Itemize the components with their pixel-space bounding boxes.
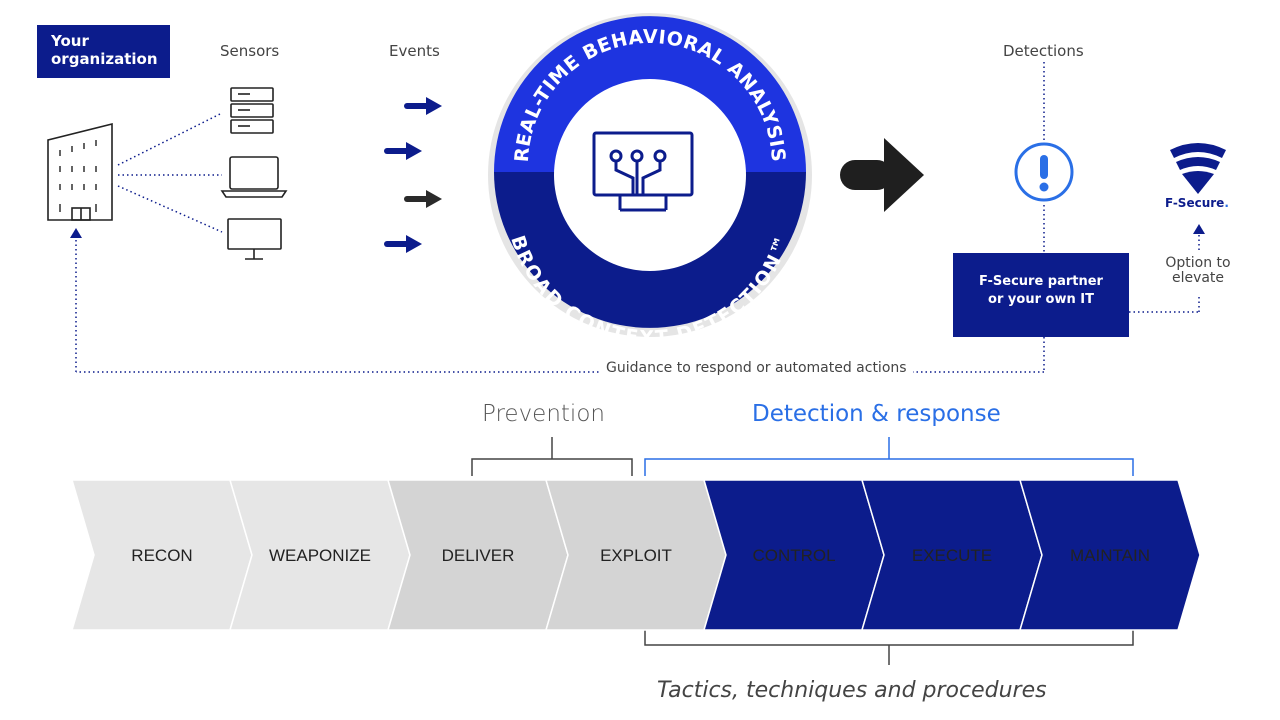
- server-icon: [230, 87, 274, 134]
- guidance-label: Guidance to respond or automated actions: [600, 360, 913, 376]
- stage-label: RECON: [131, 546, 192, 565]
- analysis-monitor-icon: [592, 131, 694, 212]
- elevate-line2: elevate: [1171, 270, 1225, 286]
- building-icon: [47, 122, 113, 221]
- guidance-connector: [75, 236, 1045, 373]
- event-arrow-icon: [384, 235, 422, 253]
- event-arrow-icon: [404, 190, 442, 208]
- sensors-header: Sensors: [220, 42, 280, 60]
- elevate-line1: Option to: [1165, 255, 1231, 271]
- organization-label-line1: Your: [51, 32, 89, 50]
- events-header: Events: [389, 42, 440, 60]
- sensor-connectors: [117, 112, 223, 233]
- prevention-label: Prevention: [482, 401, 605, 427]
- brand-name: F-Secure: [1165, 196, 1225, 210]
- event-arrows: [384, 97, 442, 253]
- ttp-label: Tactics, techniques and procedures: [657, 678, 1047, 703]
- detections-header: Detections: [1003, 42, 1084, 60]
- laptop-icon: [220, 156, 288, 198]
- organization-label-line2: organization: [51, 50, 158, 68]
- detection-bracket: [644, 437, 1134, 476]
- ttp-bracket: [644, 628, 1134, 665]
- output-arrow-icon: [840, 138, 924, 212]
- alert-icon: [1014, 142, 1074, 202]
- f-secure-logo-icon: [1170, 143, 1226, 194]
- prevention-bracket: [471, 437, 633, 476]
- stage-label: EXPLOIT: [600, 546, 672, 565]
- stage-label: CONTROL: [752, 546, 835, 565]
- elevate-label: Option to elevate: [1148, 256, 1248, 286]
- event-arrow-icon: [384, 142, 422, 160]
- brand-dot: .: [1224, 196, 1229, 210]
- f-secure-wordmark: F-Secure.: [1165, 196, 1229, 210]
- stage-chevron: [1018, 479, 1201, 631]
- monitor-icon: [227, 218, 282, 260]
- partner-line2: or your own IT: [988, 292, 1094, 307]
- guidance-arrow-icon: [70, 228, 82, 238]
- partner-line1: F-Secure partner: [979, 274, 1103, 289]
- stage-label: EXECUTE: [912, 546, 992, 565]
- detection-label: Detection & response: [752, 401, 1001, 427]
- kill-chain: RECON WEAPONIZE DELIVER EXPLOIT CONTROL EXECU…: [70, 479, 1201, 631]
- event-arrow-icon: [404, 97, 442, 115]
- elevate-arrow-icon: [1193, 224, 1205, 234]
- stage-label: DELIVER: [442, 546, 515, 565]
- elevate-connector: [1129, 232, 1200, 313]
- organization-label: Your organization: [37, 25, 170, 78]
- analysis-circle: REAL-TIME BEHAVIORAL ANALYSIS BROAD CONT…: [488, 13, 812, 349]
- stage-label: MAINTAIN: [1070, 546, 1150, 565]
- partner-box: F-Secure partner or your own IT: [953, 253, 1129, 337]
- stage-label: WEAPONIZE: [269, 546, 371, 565]
